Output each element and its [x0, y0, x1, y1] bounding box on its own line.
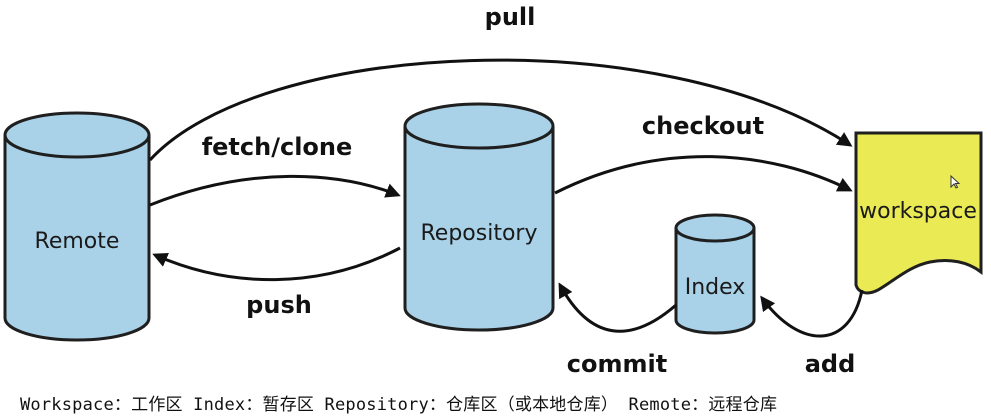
checkout-arrow: [554, 155, 853, 195]
repository-label: Repository: [421, 221, 538, 246]
workspace-node: workspace: [854, 131, 983, 295]
add-label: add: [805, 350, 856, 378]
remote-label: Remote: [35, 229, 120, 254]
push-arrow: [152, 246, 401, 282]
commit-label: commit: [567, 350, 667, 378]
index-node: Index: [674, 213, 756, 335]
workspace-label: workspace: [859, 199, 977, 224]
mouse-cursor-icon: [950, 175, 960, 189]
legend-caption: Workspace：工作区 Index：暂存区 Repository：仓库区（或…: [20, 395, 778, 415]
index-label: Index: [685, 275, 746, 300]
commit-arrow: [558, 282, 677, 333]
fetch-clone-label: fetch/clone: [202, 133, 353, 161]
repository-node: Repository: [403, 102, 555, 332]
pull-label: pull: [485, 3, 536, 31]
checkout-label: checkout: [642, 112, 764, 140]
add-arrow: [760, 289, 864, 338]
fetch-clone-arrow: [149, 174, 401, 207]
pull-arrow: [148, 58, 853, 162]
remote-node: Remote: [3, 111, 151, 342]
push-label: push: [246, 291, 312, 319]
